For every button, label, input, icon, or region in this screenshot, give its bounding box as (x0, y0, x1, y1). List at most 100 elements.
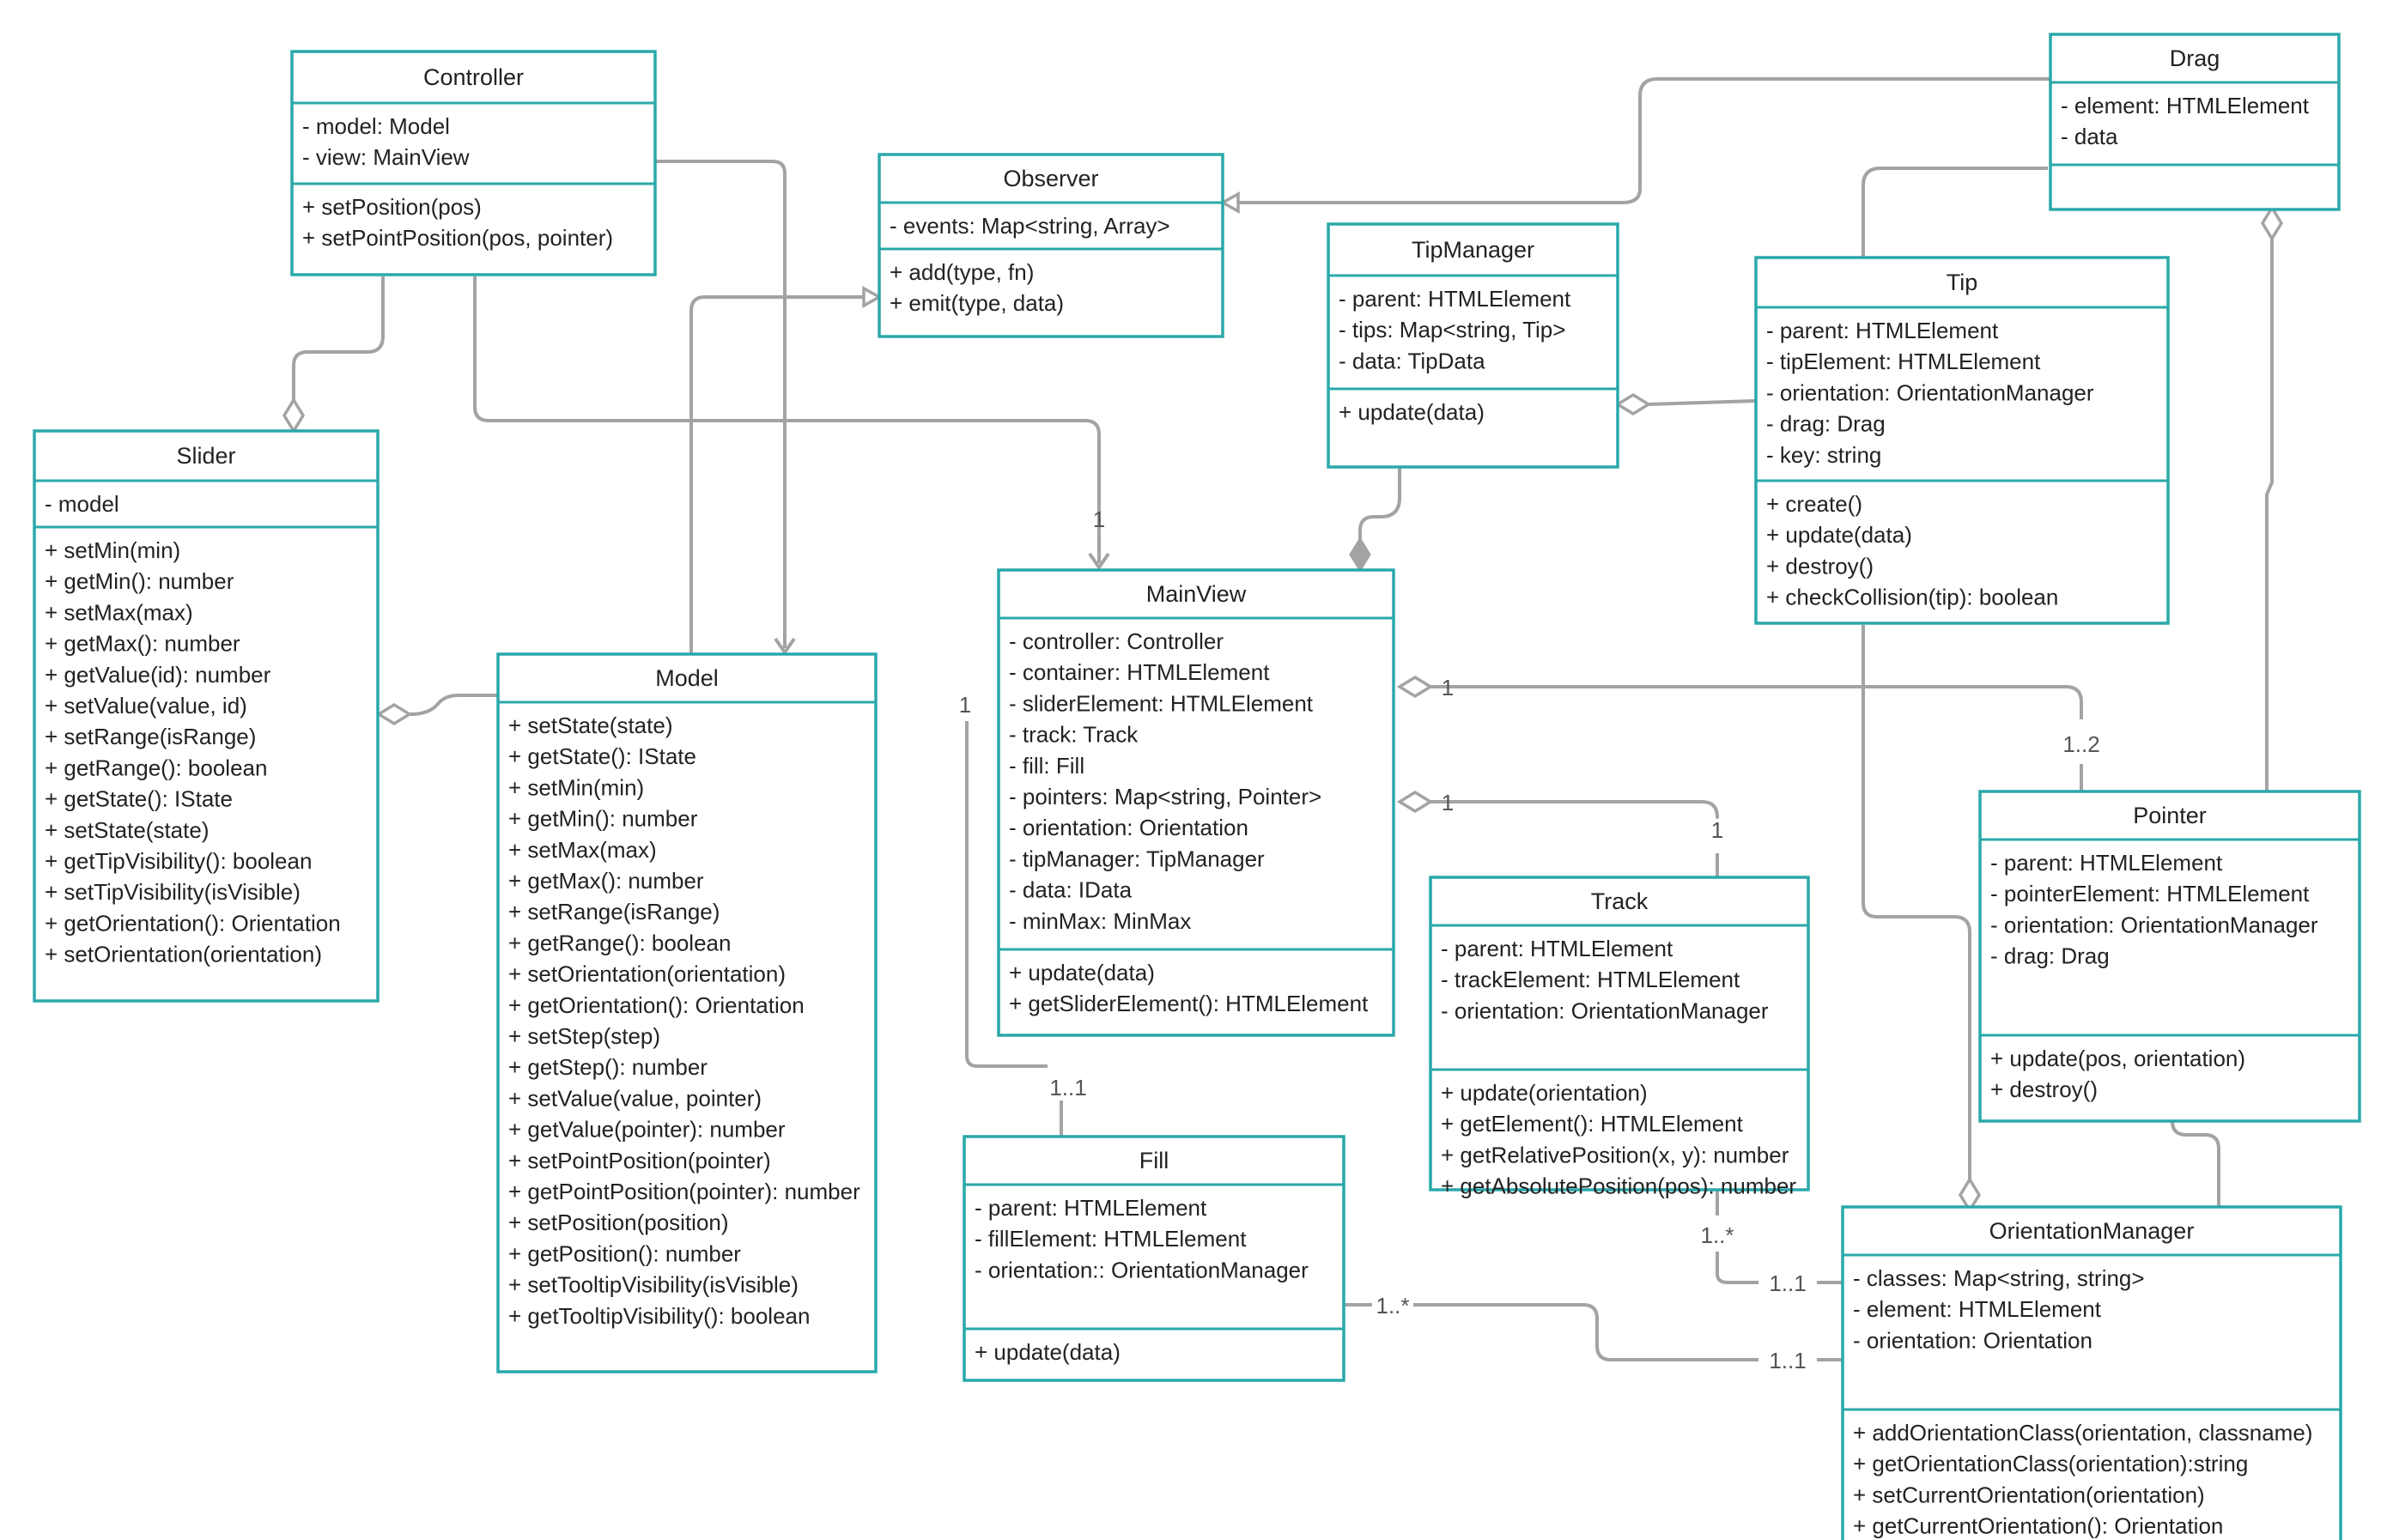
attribute: - tips: Map<string, Tip> (1339, 317, 1565, 343)
method: + getOrientationClass(orientation):strin… (1853, 1451, 2248, 1476)
class-name: Model (655, 665, 719, 691)
method: + setState(state) (45, 817, 209, 843)
method: + setValue(value, id) (45, 693, 247, 718)
association-arrowhead-icon (774, 637, 796, 654)
method: + getRange(): boolean (508, 930, 731, 955)
class-name: Tip (1947, 270, 1978, 295)
slider-model-aggregation (410, 694, 498, 716)
method: + getMin(): number (508, 806, 698, 832)
class-name: Pointer (2133, 803, 2207, 828)
attribute: - element: HTMLElement (1853, 1296, 2102, 1322)
multiplicity-label: 1..1 (1769, 1348, 1806, 1373)
method: + setRange(isRange) (508, 899, 720, 925)
class-name: Drag (2170, 45, 2220, 71)
aggregation-diamond-icon (375, 702, 413, 726)
method: + getAbsolutePosition(pos): number (1441, 1173, 1796, 1199)
inheritance-arrowhead-icon (1219, 191, 1240, 214)
method: + getRange(): boolean (45, 755, 267, 780)
class-box (1978, 790, 2361, 1123)
attribute: - view: MainView (302, 144, 470, 170)
method: + getRelativePosition(x, y): number (1441, 1142, 1789, 1167)
method: + setCurrentOrientation(orientation) (1853, 1482, 2205, 1507)
class-mainview: MainView- controller: Controller- contai… (997, 568, 1395, 1037)
method: + update(data) (1766, 522, 1912, 548)
fill-orientationmanager-association-mid (1413, 1303, 1758, 1361)
multiplicity-label: 1..1 (1769, 1270, 1806, 1296)
method: + destroy() (1766, 553, 1874, 579)
method: + update(data) (975, 1339, 1121, 1365)
method: + setMax(max) (508, 837, 657, 863)
aggregation-diamond-icon (2260, 204, 2284, 242)
attribute: - orientation: OrientationManager (1441, 997, 1769, 1023)
class-drag: Drag- element: HTMLElement- data (2049, 33, 2341, 211)
track-orientationmanager-association-mid (1716, 1252, 1758, 1284)
attribute: - orientation: Orientation (1853, 1327, 2092, 1353)
class-model: Model+ setState(state)+ getState(): ISta… (496, 652, 878, 1373)
tip-orientationmanager-aggregation (1862, 625, 1971, 1179)
attribute: - drag: Drag (1766, 411, 1886, 437)
controller-mainview-association (473, 276, 1101, 563)
attribute: - model (45, 491, 119, 517)
relationships (282, 77, 2284, 1361)
multiplicity-label: 1 (1093, 506, 1105, 532)
composition-diamond-icon (1349, 537, 1371, 573)
attribute: - pointers: Map<string, Pointer> (1009, 784, 1321, 809)
method: + getElement(): HTMLElement (1441, 1111, 1744, 1137)
method: + add(type, fn) (890, 259, 1034, 285)
attribute: - container: HTMLElement (1009, 659, 1270, 685)
multiplicity-label: 1..* (1700, 1222, 1734, 1248)
method: + update(data) (1009, 960, 1155, 985)
class-name: Slider (176, 443, 235, 469)
tipmanager-tip-aggregation (1648, 399, 1757, 406)
method: + setMin(min) (45, 537, 180, 563)
attribute: - orientation:: OrientationManager (975, 1257, 1309, 1282)
class-observer: Observer- events: Map<string, Array>+ ad… (878, 153, 1224, 338)
class-name: OrientationManager (1989, 1218, 2195, 1244)
class-box (290, 50, 657, 276)
attribute: - sliderElement: HTMLElement (1009, 690, 1314, 716)
multiplicity-label: 1..* (1376, 1293, 1409, 1319)
class-name: Controller (423, 64, 524, 90)
class-name: Observer (1003, 166, 1098, 191)
multiplicity-label: 1 (1442, 790, 1454, 815)
attribute: - drag: Drag (1990, 943, 2110, 969)
method: + setRange(isRange) (45, 724, 256, 749)
method: + getState(): IState (45, 786, 233, 812)
method: + getCurrentOrientation(): Orientation (1853, 1513, 2223, 1539)
class-name: MainView (1146, 581, 1247, 607)
attribute: - fillElement: HTMLElement (975, 1226, 1247, 1252)
attribute: - model: Model (302, 113, 450, 139)
class-track: Track- parent: HTMLElement- trackElement… (1429, 876, 1810, 1199)
class-box (1429, 876, 1810, 1191)
method: + getTooltipVisibility(): boolean (508, 1303, 810, 1329)
method: + setStep(step) (508, 1023, 660, 1049)
mainview-pointer-aggregation (1430, 685, 2083, 719)
class-box (963, 1135, 1345, 1382)
method: + setValue(value, pointer) (508, 1085, 762, 1111)
controller-slider-aggregation (292, 276, 385, 400)
attribute: - parent: HTMLElement (1441, 936, 1673, 961)
method: + addOrientationClass(orientation, class… (1853, 1420, 2312, 1446)
attribute: - data: IData (1009, 877, 1133, 903)
attribute: - fill: Fill (1009, 753, 1084, 779)
multiplicity-label: 1 (1442, 675, 1454, 700)
drag-tip-association (1862, 167, 2048, 258)
method: + update(orientation) (1441, 1080, 1648, 1106)
attribute: - orientation: Orientation (1009, 815, 1248, 840)
attribute: - parent: HTMLElement (1766, 318, 1999, 343)
class-name: Fill (1139, 1148, 1169, 1173)
drag-observer-generalization (1238, 77, 2050, 204)
class-pointer: Pointer- parent: HTMLElement- pointerEle… (1978, 790, 2361, 1123)
attribute: - data: TipData (1339, 348, 1485, 373)
method: + getValue(id): number (45, 662, 271, 688)
multiplicity-label: 1..2 (2062, 731, 2099, 757)
method: + setState(state) (508, 712, 672, 738)
method: + setPosition(position) (508, 1210, 729, 1235)
class-box (2049, 33, 2341, 211)
method: + getTipVisibility(): boolean (45, 848, 312, 874)
method: + setMax(max) (45, 599, 193, 625)
multiplicity-label: 1..1 (1049, 1075, 1086, 1100)
class-box (997, 568, 1395, 1037)
attribute: - parent: HTMLElement (1339, 286, 1571, 312)
